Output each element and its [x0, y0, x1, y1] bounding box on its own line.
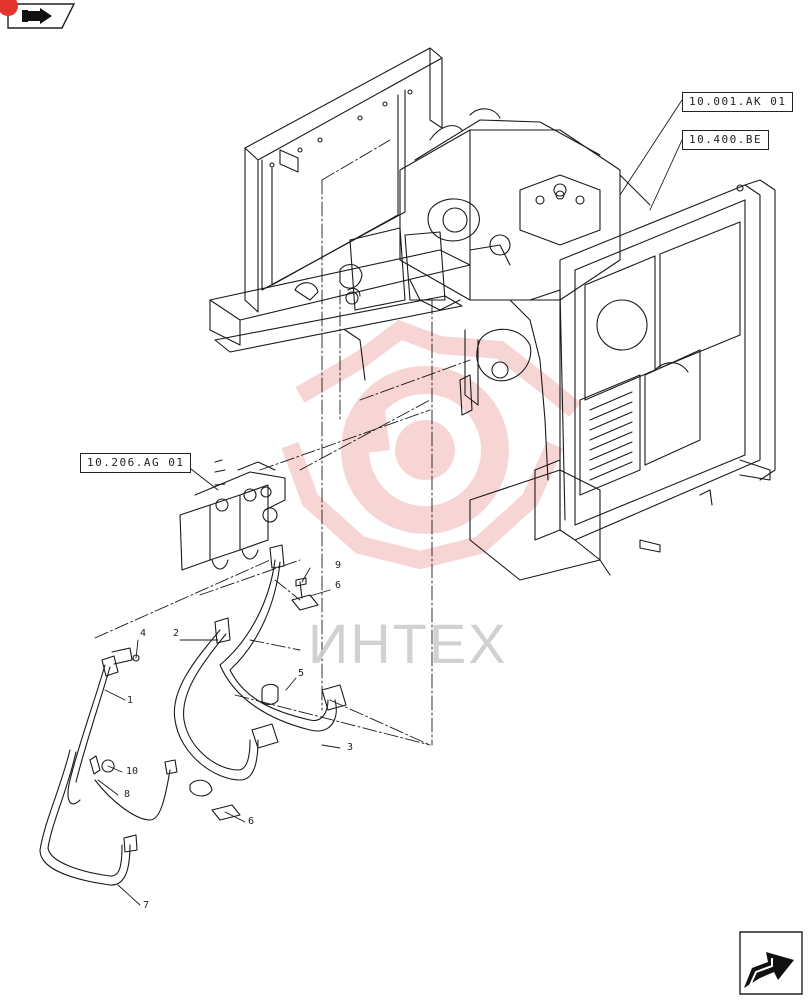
cooling-package — [469, 174, 776, 581]
watermark-logo — [281, 319, 581, 570]
callout-3: 3 — [347, 742, 354, 753]
callout-1: 1 — [127, 695, 134, 706]
fuel-filter-assembly — [179, 459, 286, 571]
construction-lines — [94, 139, 471, 746]
engine-assembly — [339, 108, 621, 481]
callout-7: 7 — [143, 900, 150, 911]
reference-cooling[interactable]: 10.400.BE — [682, 130, 770, 150]
frame-structure — [209, 47, 471, 353]
status-badge — [0, 0, 18, 16]
reference-filter[interactable]: 10.206.AG 01 — [80, 453, 192, 473]
reference-engine[interactable]: 10.001.AK 01 — [682, 92, 794, 112]
callout-2: 2 — [173, 628, 180, 639]
callout-9: 9 — [335, 560, 342, 571]
back-arrow-icon — [7, 3, 76, 29]
hose-1 — [67, 647, 140, 805]
callout-4: 4 — [140, 628, 147, 639]
hose-3 — [219, 544, 347, 732]
hose-7 — [39, 749, 138, 886]
watermark-text: ИНТЕХ — [308, 612, 508, 675]
small-hose — [89, 755, 178, 821]
leader-lines — [97, 99, 683, 906]
callout-5: 5 — [298, 668, 305, 679]
callout-6-lower: 6 — [248, 816, 255, 827]
callout-8: 8 — [124, 789, 131, 800]
next-page-button[interactable] — [738, 930, 804, 996]
back-nav-button[interactable] — [0, 0, 76, 30]
next-page-arrow-icon — [739, 931, 803, 995]
callout-6-upper: 6 — [335, 580, 342, 591]
clamps — [189, 577, 319, 821]
callout-10: 10 — [126, 766, 139, 777]
hose-2 — [173, 617, 279, 781]
